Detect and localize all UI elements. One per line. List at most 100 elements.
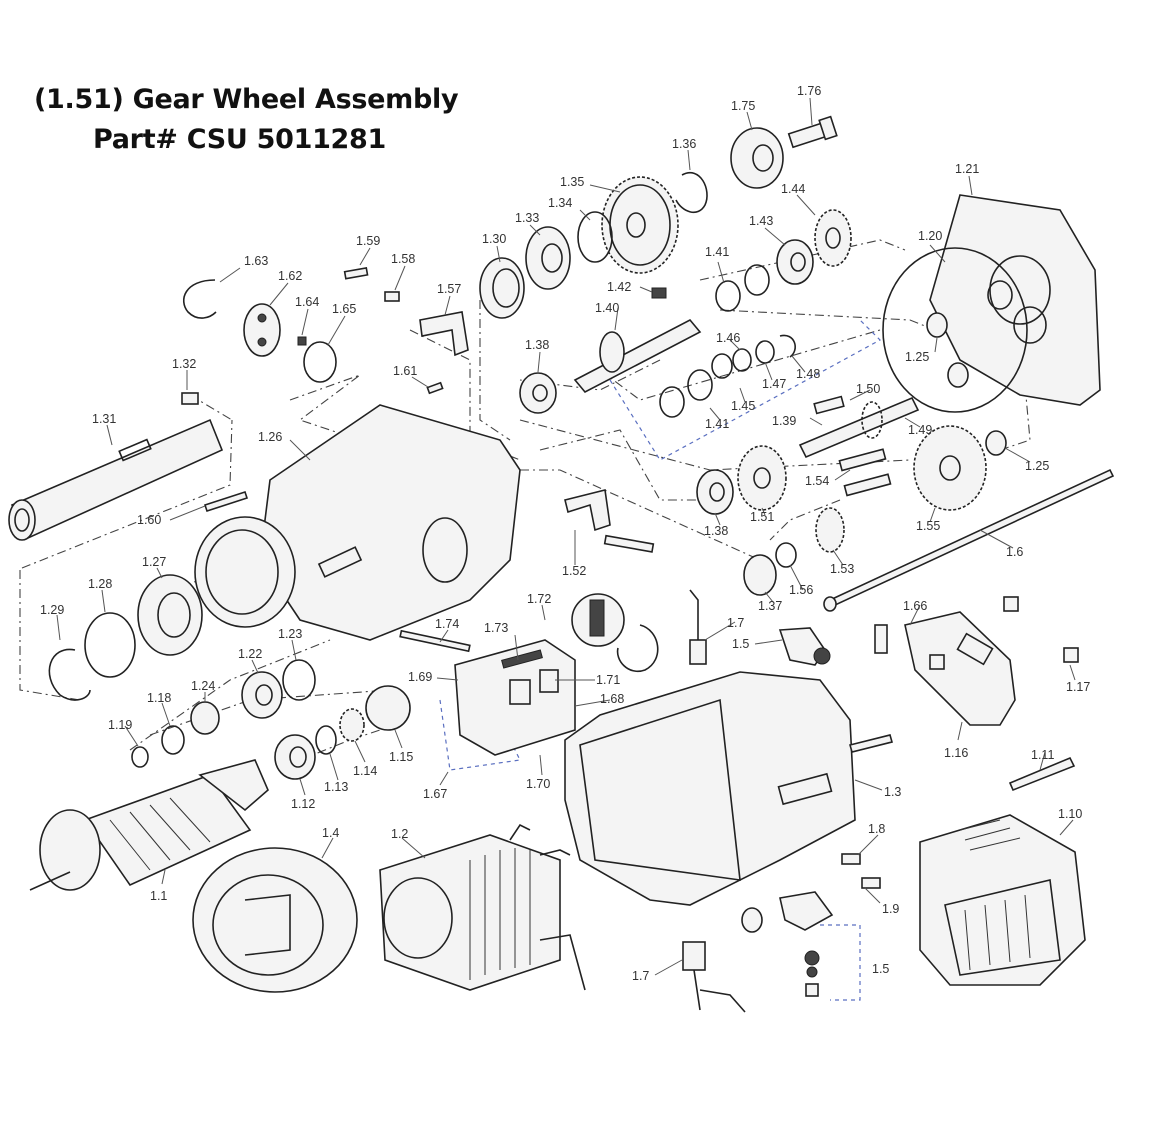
- callout-label: 1.24: [191, 679, 215, 693]
- washer-1-45-a: [659, 386, 685, 418]
- cap-1-62: [243, 303, 281, 357]
- sleeve-1-58: [384, 291, 400, 302]
- callout-label: 1.44: [781, 182, 805, 196]
- callout-label: 1.76: [797, 84, 821, 98]
- key-1-54-b: [843, 473, 892, 497]
- callout-label: 1.61: [393, 364, 417, 378]
- bearing-1-38-upper: [519, 372, 557, 414]
- screw-1-59: [343, 267, 369, 280]
- callout-label: 1.64: [295, 295, 319, 309]
- bearing-1-25-a: [926, 312, 948, 338]
- washer-1-45-b: [687, 369, 713, 401]
- bracket-1-57: [419, 311, 469, 357]
- callout-label: 1.66: [903, 599, 927, 613]
- gear-1-35: [601, 176, 679, 274]
- washer-1-46-b: [732, 348, 752, 372]
- subassembly-brackets: [439, 319, 881, 1001]
- callout-label: 1.57: [437, 282, 461, 296]
- callout-label: 1.69: [408, 670, 432, 684]
- diagram-title: (1.51) Gear Wheel Assembly: [34, 84, 459, 115]
- pin-1-61: [426, 381, 444, 395]
- switch-box-1-69: [454, 639, 576, 756]
- washer-1-13: [315, 725, 337, 755]
- gear-1-44: [814, 209, 852, 267]
- callout-label: 1.72: [527, 592, 551, 606]
- callout-labels: 1.76 1.75 1.36 1.35 1.34 1.33 1.30 1.44 …: [40, 84, 1090, 983]
- callout-label: 1.49: [908, 423, 932, 437]
- motor-housing-1-3: [564, 671, 893, 906]
- ring-1-34: [577, 211, 613, 263]
- callout-label: 1.27: [142, 555, 166, 569]
- key-1-54-a: [838, 448, 887, 472]
- gear-housing-1-26: [194, 404, 521, 641]
- callout-label: 1.53: [830, 562, 854, 576]
- bearing-1-15: [365, 685, 411, 731]
- callout-label: 1.16: [944, 746, 968, 760]
- callout-label: 1.25: [1025, 459, 1049, 473]
- callout-label: 1.7: [727, 616, 744, 630]
- callout-label: 1.13: [324, 780, 348, 794]
- circlip-1-36: [675, 172, 708, 214]
- pin-1-64: [297, 336, 307, 346]
- callout-label: 1.43: [749, 214, 773, 228]
- brush-holder-1-5-upper: [778, 627, 831, 666]
- callout-label: 1.8: [868, 822, 885, 836]
- rod-1-6: [823, 468, 1115, 612]
- callout-label: 1.38: [525, 338, 549, 352]
- callout-label: 1.37: [758, 599, 782, 613]
- screw-1-17-a: [1003, 596, 1019, 612]
- stator-1-2: [379, 823, 586, 991]
- callout-label: 1.31: [92, 412, 116, 426]
- bearing-1-33: [525, 226, 571, 290]
- callout-label: 1.39: [772, 414, 796, 428]
- callout-label: 1.54: [805, 474, 829, 488]
- ring-1-14: [339, 708, 365, 742]
- bearing-1-24: [190, 701, 220, 735]
- ring-1-23: [282, 659, 316, 701]
- callout-label: 1.34: [548, 196, 572, 210]
- key-1-32: [181, 392, 199, 405]
- callout-label: 1.28: [88, 577, 112, 591]
- callout-label: 1.9: [882, 902, 899, 916]
- callout-label: 1.47: [762, 377, 786, 391]
- shaft-1-40: [573, 318, 702, 394]
- bearing-1-43: [776, 239, 814, 285]
- end-cap-1-10: [919, 814, 1086, 986]
- pad-1-66: [874, 624, 888, 654]
- callout-label: 1.74: [435, 617, 459, 631]
- callout-label: 1.38: [704, 524, 728, 538]
- washer-1-56: [775, 542, 797, 568]
- callout-label: 1.14: [353, 764, 377, 778]
- bearing-1-38-lower: [696, 469, 734, 515]
- spindle-1-31: [8, 418, 224, 541]
- circlip-1-63: [183, 279, 217, 319]
- seal-1-30: [479, 257, 525, 319]
- callout-label: 1.41: [705, 417, 729, 431]
- circlip-1-48: [779, 334, 796, 358]
- gear-1-51: [737, 445, 787, 511]
- callout-label: 1.45: [731, 399, 755, 413]
- baffle-1-4: [192, 847, 358, 993]
- circlip-1-29: [48, 648, 91, 701]
- washer-1-18: [161, 725, 185, 755]
- callout-label: 1.50: [856, 382, 880, 396]
- armature-1-1: [29, 759, 269, 891]
- callout-label: 1.7: [632, 969, 649, 983]
- callout-label: 1.25: [905, 350, 929, 364]
- callout-label: 1.5: [732, 637, 749, 651]
- washer-1-47: [755, 340, 775, 364]
- callout-label: 1.75: [731, 99, 755, 113]
- callout-label: 1.42: [607, 280, 631, 294]
- callout-label: 1.40: [595, 301, 619, 315]
- callout-label: 1.3: [884, 785, 901, 799]
- callout-label: 1.41: [705, 245, 729, 259]
- shaft-1-49: [798, 396, 920, 459]
- bracket-1-52: [564, 489, 611, 532]
- key-1-42: [651, 287, 667, 299]
- ring-knob: [616, 624, 659, 673]
- callout-label: 1.4: [322, 826, 339, 840]
- switch-knob: [571, 593, 625, 647]
- callout-label: 1.65: [332, 302, 356, 316]
- callout-label: 1.22: [238, 647, 262, 661]
